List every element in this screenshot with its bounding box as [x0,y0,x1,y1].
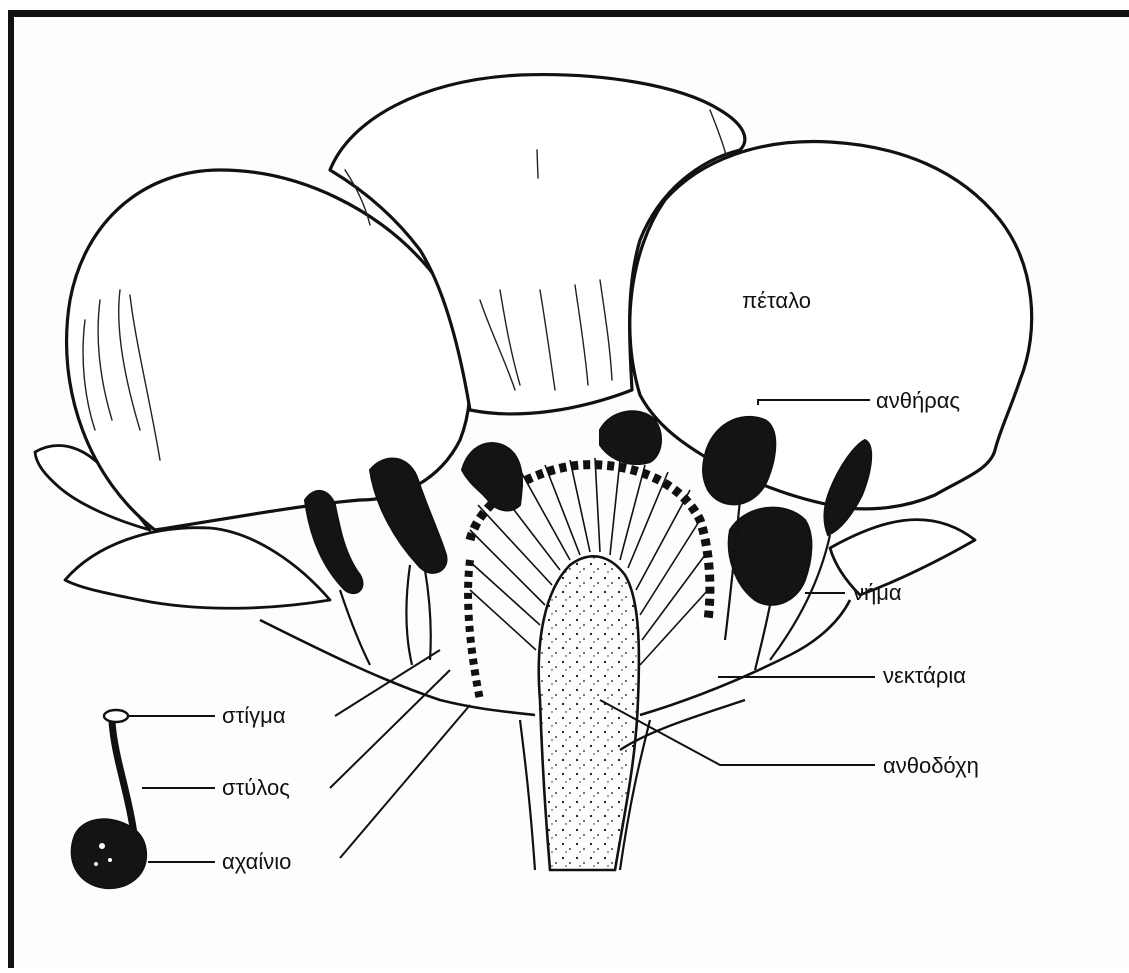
label-anther: ανθήρας [876,390,960,412]
label-receptacle: ανθοδόχη [883,755,979,777]
stamen-arc-inner [468,560,480,700]
leader-stigma [335,650,440,716]
label-style: στύλος [222,777,290,799]
petal-right [630,142,1032,509]
label-petal: πέταλο [742,290,811,312]
pistil-detail [72,710,146,888]
label-nectaries: νεκτάρια [883,665,966,687]
anther-4 [600,411,661,464]
anther-1 [305,491,362,593]
sepal-left-lower [65,528,330,609]
leader-achene [340,705,470,858]
pistil-achene [72,819,146,888]
sepal-right [830,520,975,595]
label-achene: αχαίνιο [222,851,291,873]
label-stigma: στίγμα [222,705,286,727]
pistil-stigma [104,710,128,722]
anther-6 [729,508,812,605]
anther-2 [370,459,447,573]
anther-3 [462,443,522,510]
label-filament: νήμα [853,582,902,604]
leader-style [330,670,450,788]
